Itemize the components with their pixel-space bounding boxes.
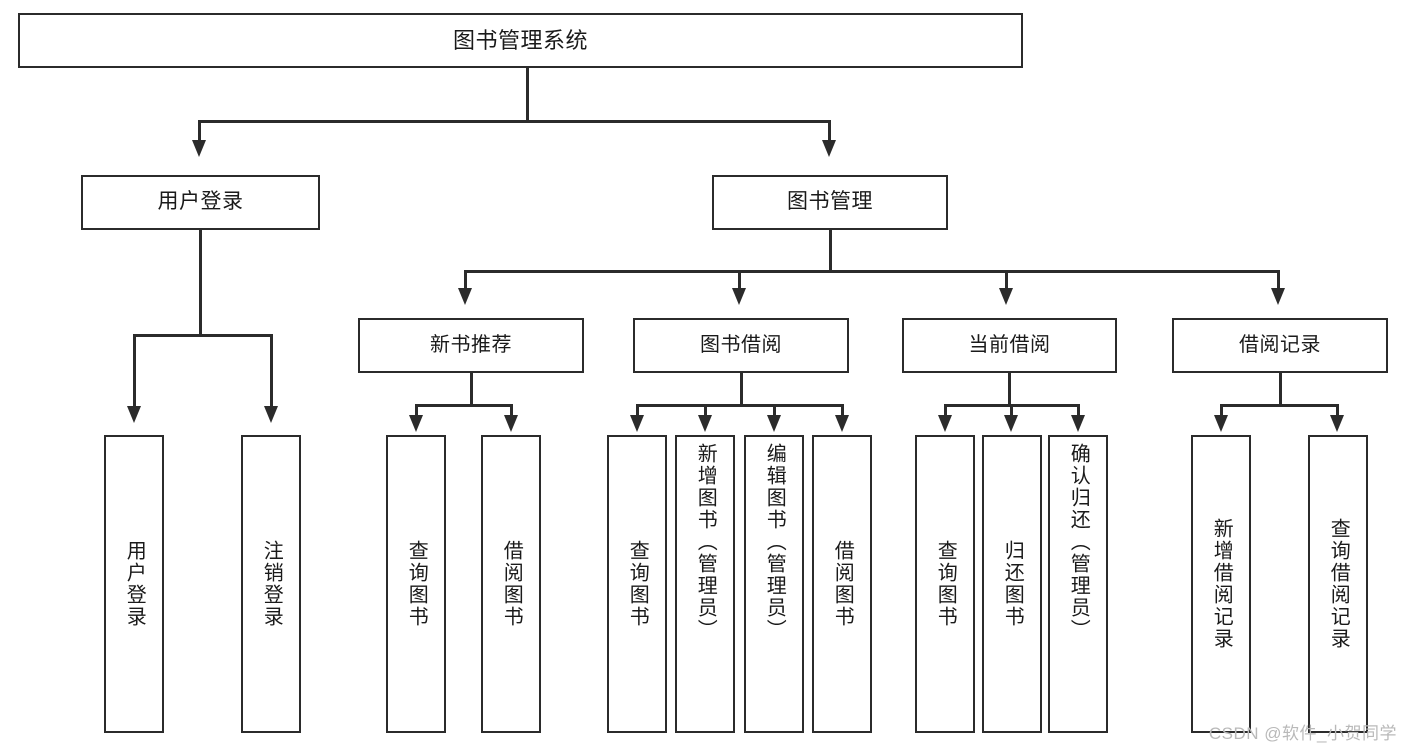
connector-record-drop-1: [1220, 404, 1223, 418]
connector-recommend-stem: [470, 373, 473, 406]
node-label: 借阅图书: [831, 540, 854, 628]
arrow-to-recommend-leaf-2: [504, 415, 518, 432]
leaf-add-book-admin[interactable]: 新增图书（管理员）: [675, 435, 735, 733]
node-label: 图书管理系统: [452, 27, 588, 53]
node-book-management[interactable]: 图书管理: [712, 175, 948, 230]
connector-record-drop-2: [1336, 404, 1339, 418]
connector-record-stem: [1279, 373, 1282, 406]
leaf-query-borrow-record[interactable]: 查询借阅记录: [1308, 435, 1368, 733]
arrow-to-current-leaf-2: [1004, 415, 1018, 432]
connector-book-mgmt-bar: [464, 270, 1279, 273]
connector-current-drop-3: [1077, 404, 1080, 418]
arrow-to-new-book-recommend: [458, 288, 472, 305]
connector-borrow-bar: [636, 404, 843, 407]
leaf-confirm-return-admin[interactable]: 确认归还（管理员）: [1048, 435, 1108, 733]
connector-root-left-drop: [198, 120, 201, 142]
node-label: 图书管理: [787, 190, 873, 214]
connector-borrow-drop-4: [841, 404, 844, 418]
node-label: 新书推荐: [430, 334, 512, 356]
connector-root-stem: [526, 68, 529, 120]
leaf-borrow-book-recommend[interactable]: 借阅图书: [481, 435, 541, 733]
arrow-to-book-borrow: [732, 288, 746, 305]
leaf-user-login[interactable]: 用户登录: [104, 435, 164, 733]
arrow-to-borrow-leaf-3: [767, 415, 781, 432]
connector-borrow-drop-2: [704, 404, 707, 418]
leaf-query-book-recommend[interactable]: 查询图书: [386, 435, 446, 733]
connector-root-bar: [198, 120, 830, 123]
node-label: 归还图书: [1001, 540, 1024, 628]
connector-borrow-drop-1: [636, 404, 639, 418]
node-label: 注销登录: [260, 540, 283, 628]
connector-book-mgmt-drop-4: [1277, 270, 1280, 290]
arrow-to-recommend-leaf-1: [409, 415, 423, 432]
node-label: 新增图书（管理员）: [694, 443, 717, 641]
node-label: 确认归还（管理员）: [1067, 443, 1090, 641]
node-label: 借阅记录: [1239, 334, 1321, 356]
connector-current-drop-1: [944, 404, 947, 418]
leaf-return-book[interactable]: 归还图书: [982, 435, 1042, 733]
connector-book-mgmt-drop-3: [1005, 270, 1008, 290]
arrow-to-user-login-leaf: [127, 406, 141, 423]
connector-current-drop-2: [1010, 404, 1013, 418]
connector-book-mgmt-stem: [829, 230, 832, 272]
connector-recommend-bar: [415, 404, 512, 407]
arrow-to-current-leaf-3: [1071, 415, 1085, 432]
arrow-to-user-login: [192, 140, 206, 157]
leaf-add-borrow-record[interactable]: 新增借阅记录: [1191, 435, 1251, 733]
node-label: 编辑图书（管理员）: [763, 443, 786, 641]
node-label: 用户登录: [123, 540, 146, 628]
connector-borrow-stem: [740, 373, 743, 406]
leaf-edit-book-admin[interactable]: 编辑图书（管理员）: [744, 435, 804, 733]
arrow-to-record-leaf-2: [1330, 415, 1344, 432]
connector-record-bar: [1220, 404, 1338, 407]
connector-recommend-drop-1: [415, 404, 418, 418]
node-book-borrow[interactable]: 图书借阅: [633, 318, 849, 373]
connector-root-right-drop: [828, 120, 831, 142]
connector-current-stem: [1008, 373, 1011, 406]
arrow-to-current-leaf-1: [938, 415, 952, 432]
arrow-to-borrow-leaf-1: [630, 415, 644, 432]
node-label: 当前借阅: [968, 334, 1051, 356]
node-user-login[interactable]: 用户登录: [81, 175, 320, 230]
node-label: 查询图书: [405, 540, 428, 628]
node-borrow-record[interactable]: 借阅记录: [1172, 318, 1388, 373]
csdn-watermark: CSDN @软件_小贺同学: [1208, 724, 1397, 743]
arrow-to-book-management: [822, 140, 836, 157]
leaf-query-book-borrow[interactable]: 查询图书: [607, 435, 667, 733]
arrow-to-current-borrow: [999, 288, 1013, 305]
node-label: 查询图书: [934, 540, 957, 628]
leaf-borrow-book[interactable]: 借阅图书: [812, 435, 872, 733]
leaf-logout[interactable]: 注销登录: [241, 435, 301, 733]
node-book-management-system[interactable]: 图书管理系统: [18, 13, 1023, 68]
connector-borrow-drop-3: [773, 404, 776, 418]
node-current-borrow[interactable]: 当前借阅: [902, 318, 1117, 373]
node-label: 借阅图书: [500, 540, 523, 628]
arrow-to-borrow-leaf-4: [835, 415, 849, 432]
node-label: 用户登录: [157, 190, 244, 214]
node-label: 新增借阅记录: [1210, 518, 1233, 650]
leaf-query-book-current[interactable]: 查询图书: [915, 435, 975, 733]
arrow-to-borrow-leaf-2: [698, 415, 712, 432]
connector-recommend-drop-2: [510, 404, 513, 418]
connector-user-login-stem: [199, 230, 202, 335]
connector-user-login-drop-1: [133, 334, 136, 408]
node-label: 查询图书: [626, 540, 649, 628]
connector-book-mgmt-drop-1: [464, 270, 467, 290]
node-label: 查询借阅记录: [1327, 518, 1350, 650]
arrow-to-record-leaf-1: [1214, 415, 1228, 432]
connector-book-mgmt-drop-2: [738, 270, 741, 290]
node-new-book-recommend[interactable]: 新书推荐: [358, 318, 584, 373]
arrow-to-logout-leaf: [264, 406, 278, 423]
arrow-to-borrow-record: [1271, 288, 1285, 305]
connector-user-login-bar: [133, 334, 273, 337]
connector-user-login-drop-2: [270, 334, 273, 408]
node-label: 图书借阅: [700, 334, 782, 356]
